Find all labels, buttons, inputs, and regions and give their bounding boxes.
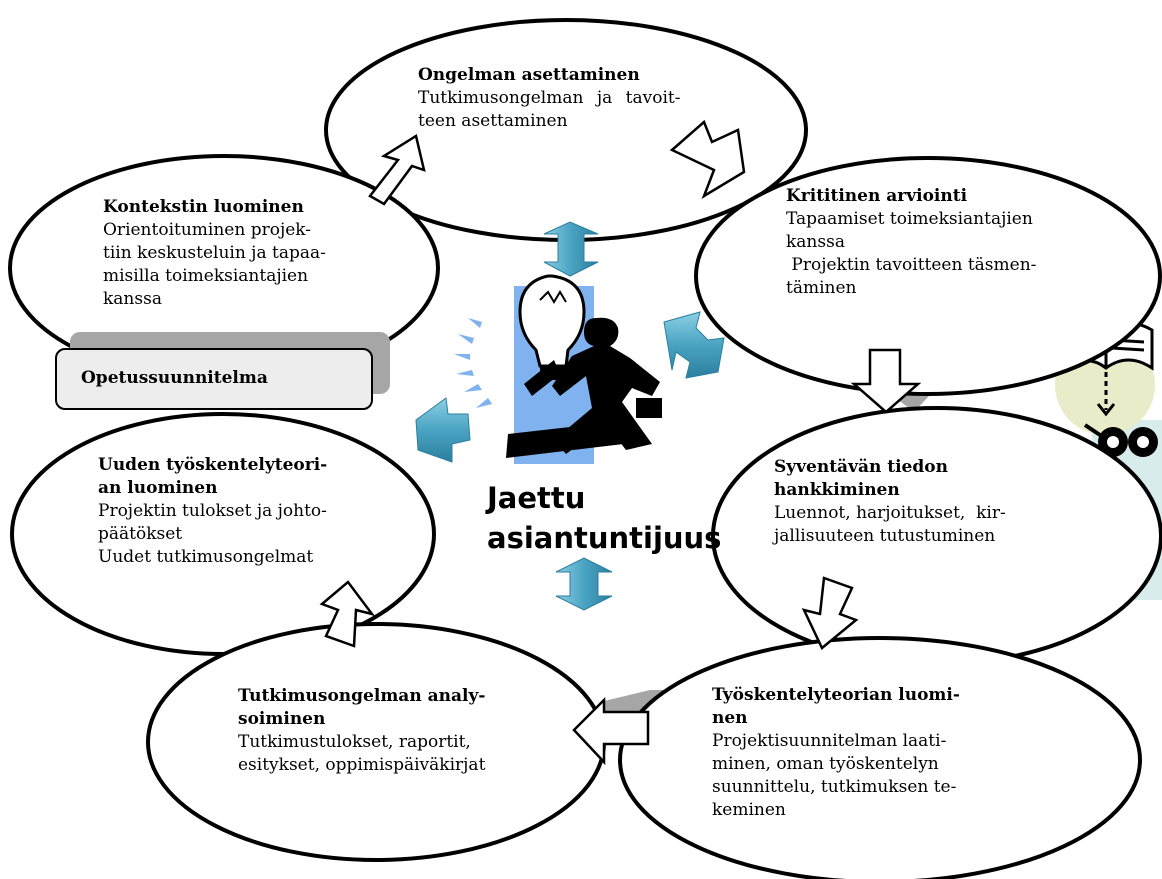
node-analysoiminen: Tutkimusongelman analy- soiminen Tutkimu… — [238, 685, 485, 777]
curriculum-label-box: Opetussuunnitelma — [55, 348, 373, 410]
cycle-arrow-kontekstin-to-ongelman — [368, 134, 426, 206]
node-title: Krititinen arviointi — [786, 186, 968, 206]
cycle-arrow-syventavan-to-tyoskentelyteorian — [801, 576, 859, 650]
node-line: Tutkimustulokset, raportit, — [238, 732, 471, 752]
node-title: nen — [712, 708, 748, 728]
node-line: päätökset — [98, 524, 183, 544]
node-uuden: Uuden työskentelyteori- an luominen Proj… — [98, 454, 327, 569]
teal-arrow-top — [543, 221, 599, 277]
node-line: kanssa — [786, 232, 845, 252]
curriculum-label: Opetussuunnitelma — [81, 368, 268, 388]
node-line: teen asettaminen — [418, 111, 568, 131]
node-line: Projektin tulokset ja johto- — [98, 501, 327, 521]
cycle-arrow-analysoiminen-to-uuden — [319, 580, 376, 648]
node-line: minen, oman työskentelyn — [712, 754, 939, 774]
node-title: an luominen — [98, 478, 218, 498]
light-rays — [454, 318, 492, 408]
node-title: Kontekstin luominen — [103, 197, 304, 217]
node-title: Tutkimusongelman analy- — [238, 686, 486, 706]
node-title: Uuden työskentelyteori- — [98, 455, 328, 475]
node-title: soiminen — [238, 709, 326, 729]
cycle-arrows — [319, 119, 922, 766]
node-line: Luennot, harjoitukset, kir- — [774, 503, 1006, 523]
node-line: suunnittelu, tutkimuksen te- — [712, 777, 957, 797]
node-line: tiin keskusteluin ja tapaa- — [103, 243, 326, 263]
node-line: keminen — [712, 800, 786, 820]
node-line: Projektin tavoitteen täsmen- — [786, 255, 1037, 275]
node-kontekstin: Kontekstin luominen Orientoituminen proj… — [103, 196, 326, 316]
node-ongelman: Ongelman asettaminen Tutkimusongelman ja… — [418, 64, 680, 133]
center-title: Jaettu asiantuntijuus — [487, 478, 721, 558]
node-line: misilla toimeksiantajien — [103, 266, 309, 286]
node-title: Työskentelyteorian luomi- — [712, 685, 960, 705]
center-title-line2: asiantuntijuus — [487, 521, 722, 555]
node-line: Projektisuunnitelman laati- — [712, 731, 947, 751]
ellipse-group — [8, 18, 1162, 879]
node-line: Orientoituminen projek- — [103, 220, 312, 240]
cycle-arrow-kritiinen-to-syventavan — [850, 348, 922, 414]
teal-double-arrows — [415, 221, 725, 611]
node-line: jallisuuteen tutustuminen — [774, 526, 996, 546]
ellipse-kritiinen — [694, 156, 1162, 396]
node-tyoskentelyteorian: Työskentelyteorian luomi- nen Projektisu… — [712, 684, 960, 822]
node-line: täminen — [786, 278, 857, 298]
node-kritiinen: Krititinen arviointi Tapaamiset toimeksi… — [786, 185, 1036, 300]
node-syventavan: Syventävän tiedon hankkiminen Luennot, h… — [774, 456, 1006, 548]
node-line: Uudet tutkimusongelmat — [98, 547, 314, 567]
teal-arrow-left — [415, 397, 471, 463]
node-line: Tapaamiset toimeksiantajien — [786, 209, 1033, 229]
node-title: Syventävän tiedon — [774, 457, 948, 477]
cycle-arrow-ongelman-to-kritiinen — [669, 119, 746, 199]
ellipse-tyoskentelyteorian — [618, 636, 1142, 879]
teal-arrow-bottom — [555, 557, 613, 611]
node-line: esitykset, oppimispäiväkirjat — [238, 755, 486, 775]
cycle-arrow-tyoskentelyteorian-to-analysoiminen — [572, 696, 650, 766]
teal-arrow-right — [663, 311, 725, 379]
lightbulb-businessman-icon — [454, 274, 662, 464]
node-line: kanssa — [103, 289, 162, 309]
node-title: Ongelman asettaminen — [418, 65, 640, 85]
node-line: Tutkimusongelman ja tavoit- — [418, 88, 681, 108]
node-title: hankkiminen — [774, 480, 900, 500]
center-title-line1: Jaettu — [487, 481, 586, 515]
